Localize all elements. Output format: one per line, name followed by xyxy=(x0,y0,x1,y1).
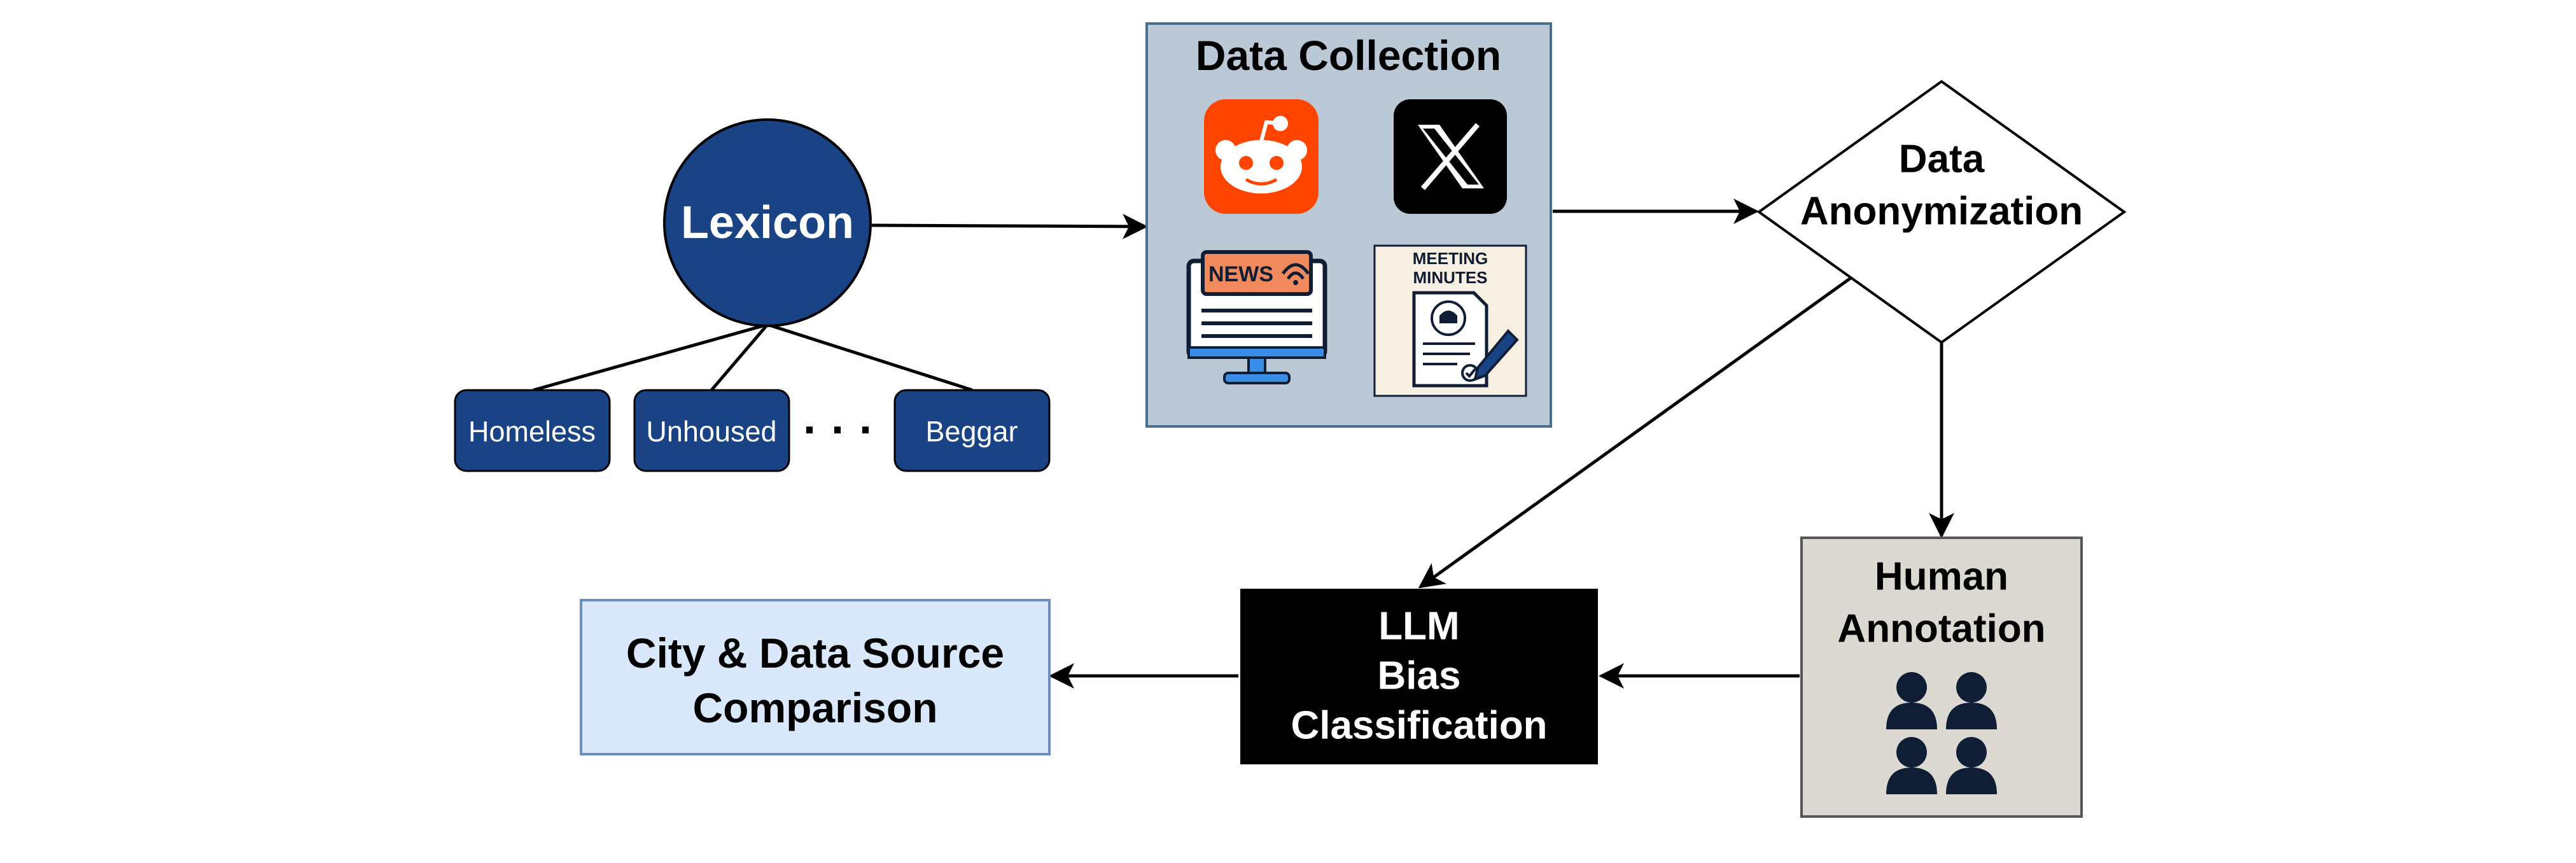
anonymization-line1: Data xyxy=(1899,137,1985,181)
tree-line-homeless xyxy=(533,323,768,392)
human-annotation-box: Human Annotation xyxy=(1800,537,2083,818)
data-collection-box: Data Collection NEWS xyxy=(1145,22,1552,428)
data-anonymization-node: Data Anonymization xyxy=(1756,80,2127,344)
lexicon-term-homeless: Homeless xyxy=(454,389,611,472)
comparison-line2: Comparison xyxy=(692,684,937,731)
people-icon xyxy=(1886,672,1997,794)
comparison-box: City & Data Source Comparison xyxy=(580,599,1051,755)
x-icon xyxy=(1394,99,1507,214)
news-label: NEWS xyxy=(1208,262,1273,286)
reddit-icon xyxy=(1204,99,1319,214)
anonymization-line2: Anonymization xyxy=(1800,190,2083,234)
lexicon-ellipsis: · · · xyxy=(803,405,874,456)
arrow-lexicon-to-collection xyxy=(871,213,1148,239)
annotation-line2: Annotation xyxy=(1837,607,2045,651)
llm-line1: LLM xyxy=(1378,605,1459,649)
meeting-label: MEETING xyxy=(1413,249,1488,268)
lexicon-term-label: Unhoused xyxy=(646,416,776,448)
lexicon-term-label: Beggar xyxy=(925,416,1018,448)
lexicon-node: Lexicon xyxy=(663,118,872,327)
news-icon: NEWS xyxy=(1186,250,1327,384)
data-collection-title: Data Collection xyxy=(1196,32,1501,79)
tree-line-unhoused xyxy=(710,323,769,391)
meeting-minutes-icon: MEETING MINUTES xyxy=(1373,244,1527,397)
tree-line-beggar xyxy=(767,323,973,392)
llm-line3: Classification xyxy=(1291,704,1547,748)
comparison-line1: City & Data Source xyxy=(626,629,1004,677)
lexicon-term-label: Homeless xyxy=(468,416,596,448)
arrow-anonymization-to-llm xyxy=(1418,276,1852,589)
connectors xyxy=(533,199,1954,689)
llm-bias-classification-box: LLM Bias Classification xyxy=(1240,589,1598,764)
lexicon-label: Lexicon xyxy=(681,197,854,248)
annotation-line1: Human xyxy=(1875,555,2008,599)
lexicon-term-unhoused: Unhoused xyxy=(633,389,790,472)
llm-line2: Bias xyxy=(1378,654,1461,698)
minutes-label: MINUTES xyxy=(1413,268,1488,287)
lexicon-term-beggar: Beggar xyxy=(893,389,1051,472)
